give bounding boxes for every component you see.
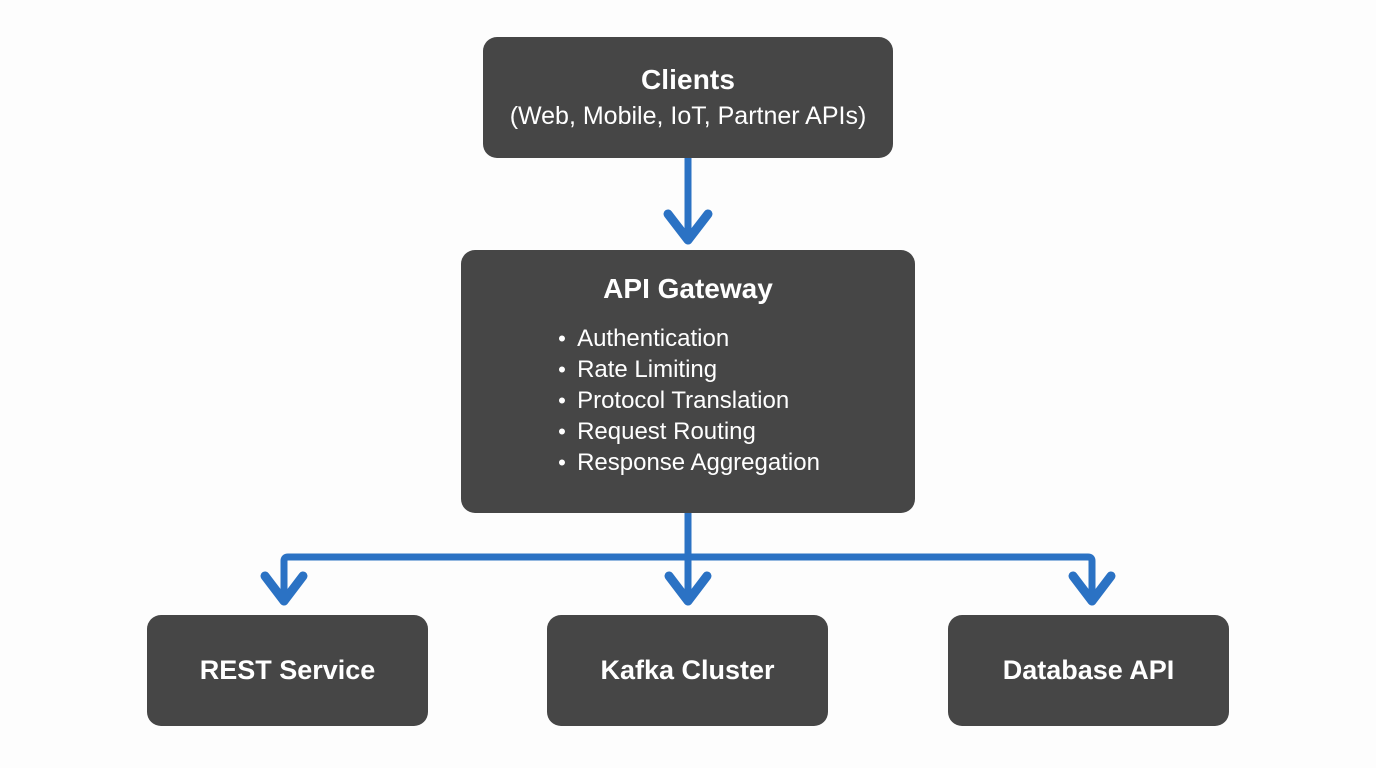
api-gateway-feature-item: • Authentication — [556, 323, 820, 354]
bullet-icon: • — [558, 356, 566, 382]
connector-clients-to-api-gateway — [663, 158, 713, 245]
node-kafka-cluster-title: Kafka Cluster — [600, 655, 775, 686]
node-clients-subtitle: (Web, Mobile, IoT, Partner APIs) — [509, 101, 867, 130]
bullet-icon: • — [558, 418, 566, 444]
node-database-api[interactable]: Database API — [948, 615, 1229, 726]
node-rest-service-title: REST Service — [199, 655, 376, 686]
api-gateway-feature-list: • Authentication • Rate Limiting • Protocol T… — [556, 323, 820, 478]
api-gateway-feature-label: Authentication — [577, 324, 730, 352]
api-gateway-feature-item: • Rate Limiting — [556, 354, 820, 385]
api-gateway-feature-label: Request Routing — [577, 417, 756, 445]
api-gateway-feature-label: Protocol Translation — [577, 386, 790, 414]
bullet-icon: • — [558, 387, 566, 413]
bullet-icon: • — [558, 449, 566, 475]
api-gateway-feature-item: • Protocol Translation — [556, 385, 820, 416]
node-kafka-cluster[interactable]: Kafka Cluster — [547, 615, 828, 726]
api-gateway-feature-item: • Request Routing — [556, 416, 820, 447]
node-clients-title: Clients — [640, 63, 736, 95]
bullet-icon: • — [558, 325, 566, 351]
api-gateway-feature-item: • Response Aggregation — [556, 447, 820, 478]
api-gateway-feature-label: Response Aggregation — [577, 448, 820, 476]
connector-api-gateway-to-database-api — [1068, 553, 1116, 606]
node-database-api-title: Database API — [1002, 655, 1175, 686]
node-api-gateway[interactable]: API Gateway • Authentication • Rate Limitin… — [461, 250, 915, 513]
connector-api-gateway-to-rest-service — [260, 553, 308, 606]
node-rest-service[interactable]: REST Service — [147, 615, 428, 726]
node-clients[interactable]: Clients (Web, Mobile, IoT, Partner APIs) — [483, 37, 893, 158]
node-api-gateway-title: API Gateway — [603, 273, 773, 304]
connector-api-gateway-to-kafka-cluster — [664, 557, 712, 606]
api-gateway-feature-label: Rate Limiting — [577, 355, 718, 383]
